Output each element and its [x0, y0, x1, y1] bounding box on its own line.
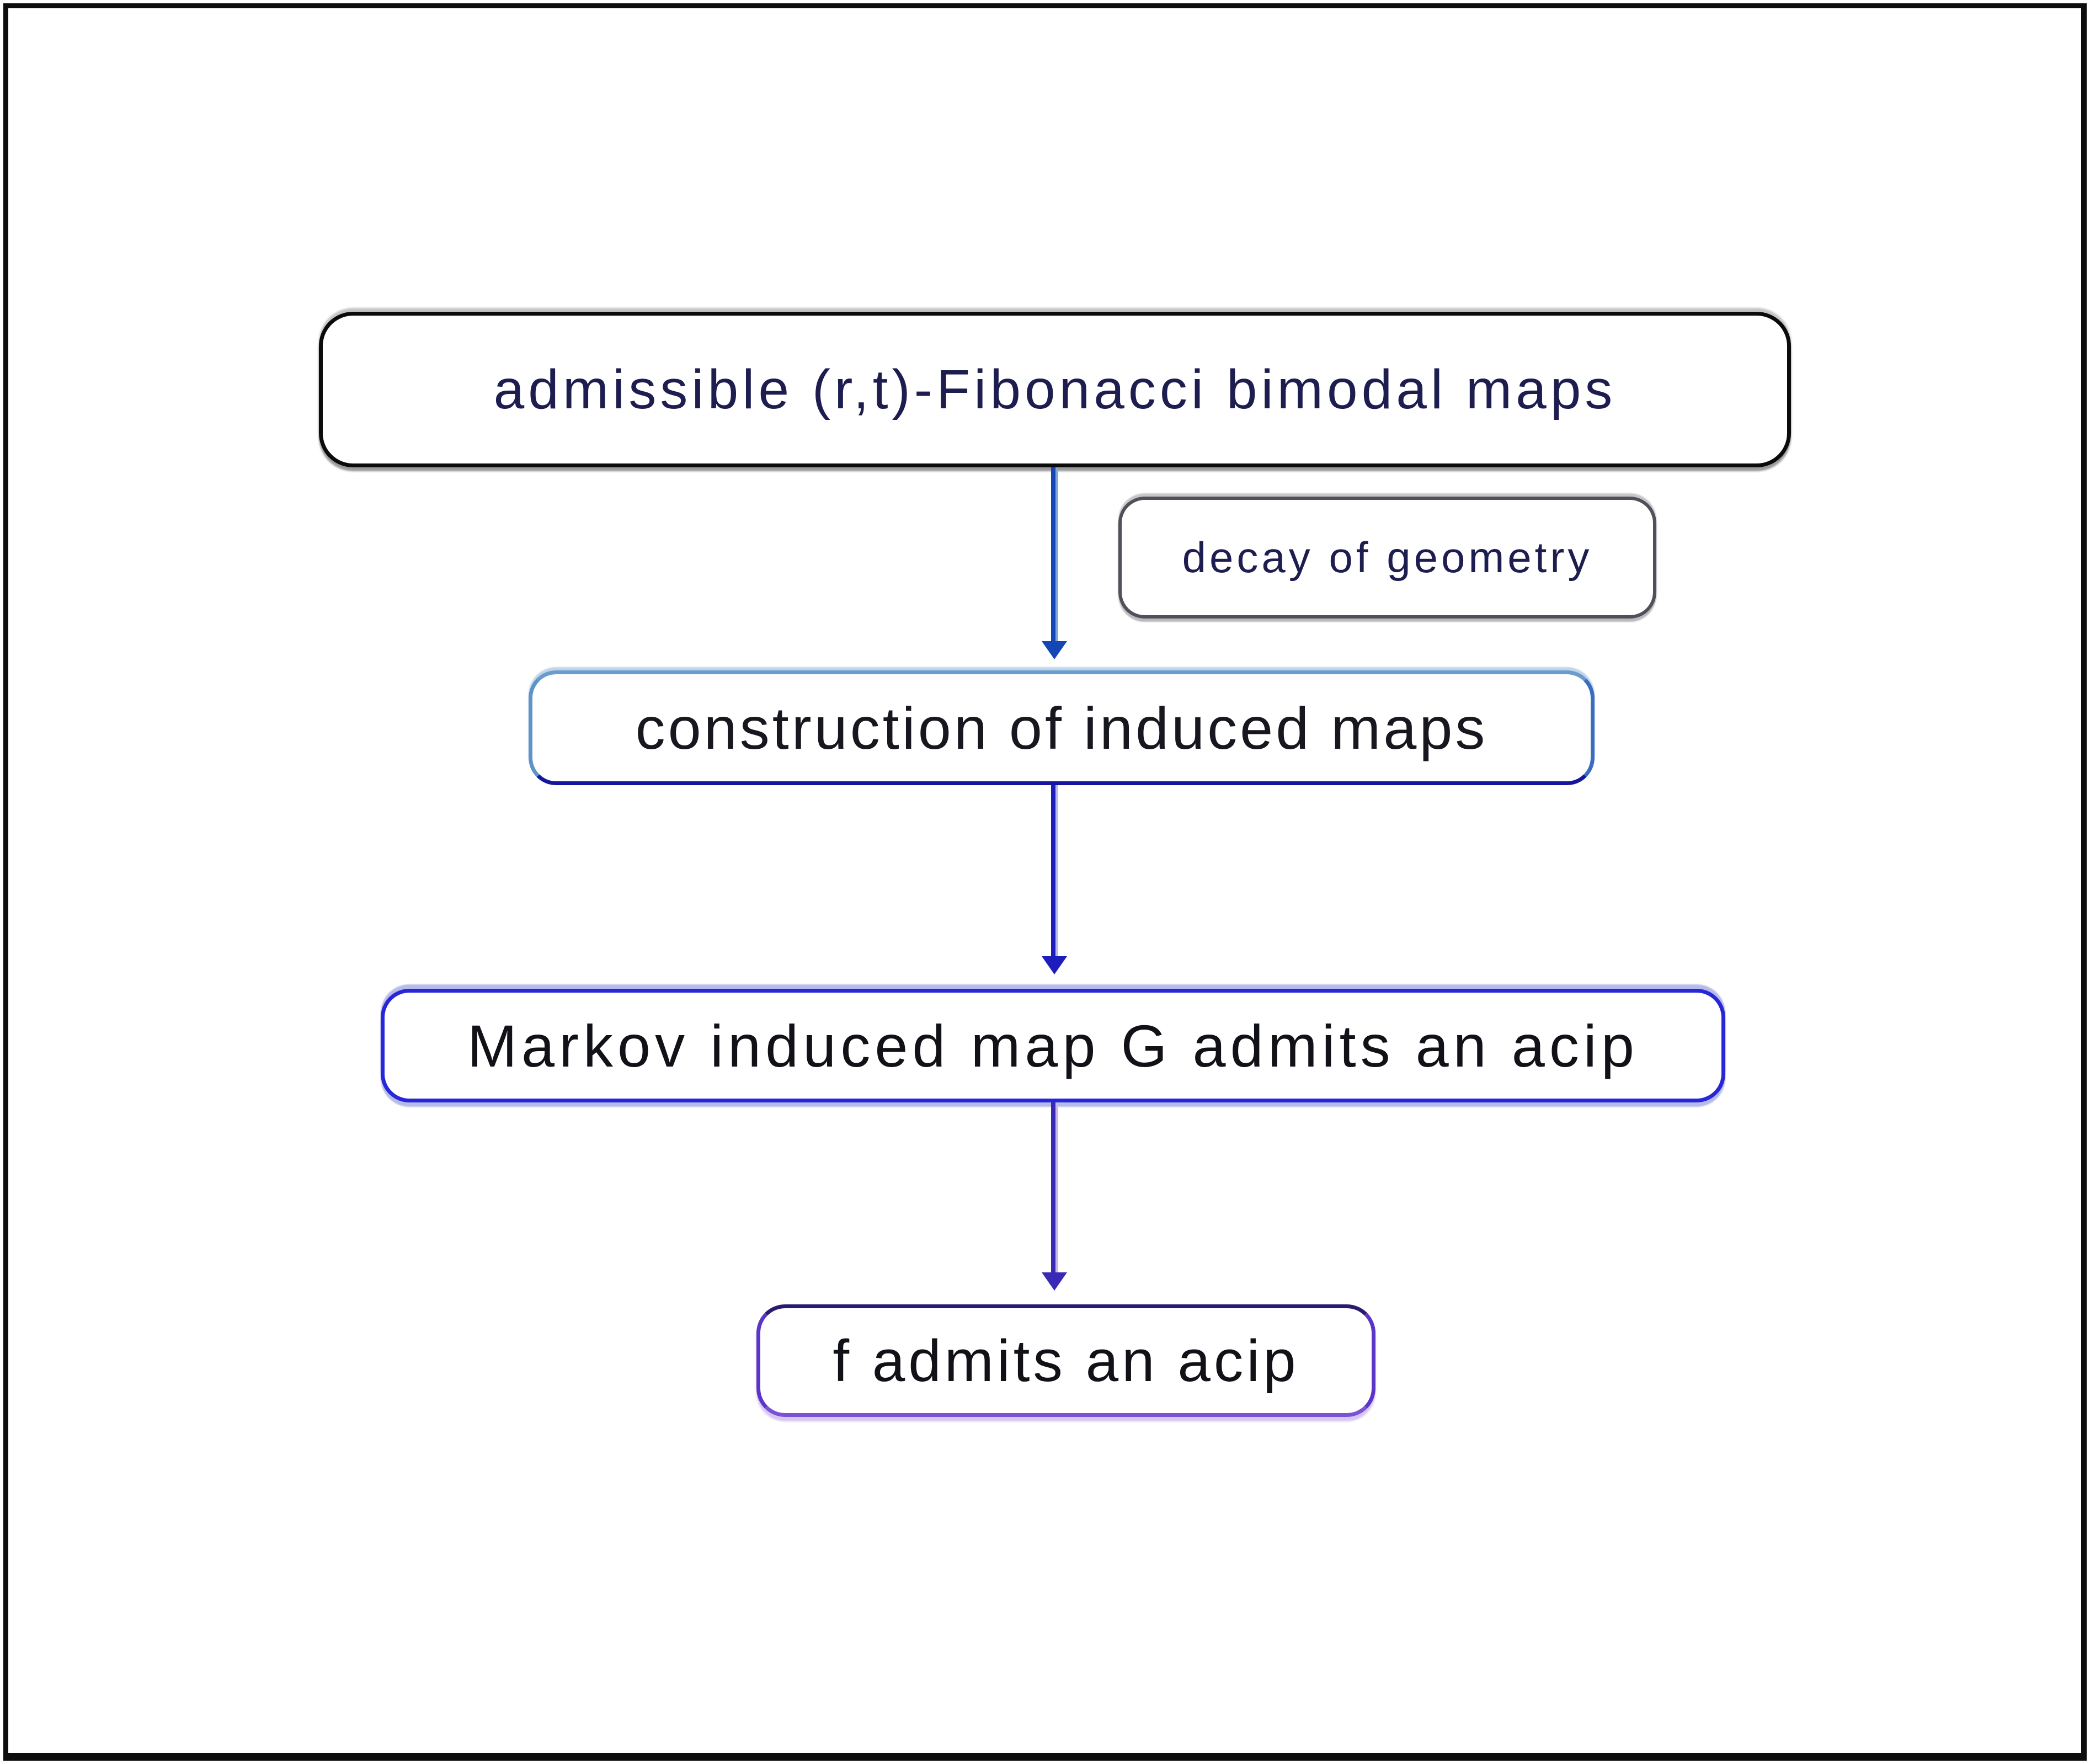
- node-f-admits-an-acip: f admits an acip: [756, 1304, 1375, 1417]
- arrow-shaft: [1051, 785, 1058, 956]
- node-markov-induced-map-acip: Markov induced map G admits an acip: [381, 989, 1725, 1102]
- node-decay-label: decay of geometry: [1182, 533, 1593, 582]
- arrow-head-icon: [1042, 641, 1067, 659]
- node-acip-label: f admits an acip: [833, 1328, 1299, 1394]
- node-construction-label: construction of induced maps: [635, 694, 1488, 761]
- arrow-head-icon: [1042, 956, 1067, 974]
- arrow-head-icon: [1042, 1272, 1067, 1291]
- node-markov-label: Markov induced map G admits an acip: [467, 1012, 1639, 1079]
- node-decay-of-geometry: decay of geometry: [1118, 497, 1656, 619]
- node-admissible-label: admissible (r,t)-Fibonacci bimodal maps: [493, 358, 1617, 420]
- arrow-shaft: [1051, 467, 1058, 641]
- outer-frame: [3, 3, 2087, 1761]
- node-construction-of-induced-maps: construction of induced maps: [529, 670, 1595, 785]
- arrow-shaft: [1051, 1102, 1058, 1272]
- node-admissible-fibonacci-bimodal-maps: admissible (r,t)-Fibonacci bimodal maps: [319, 312, 1791, 467]
